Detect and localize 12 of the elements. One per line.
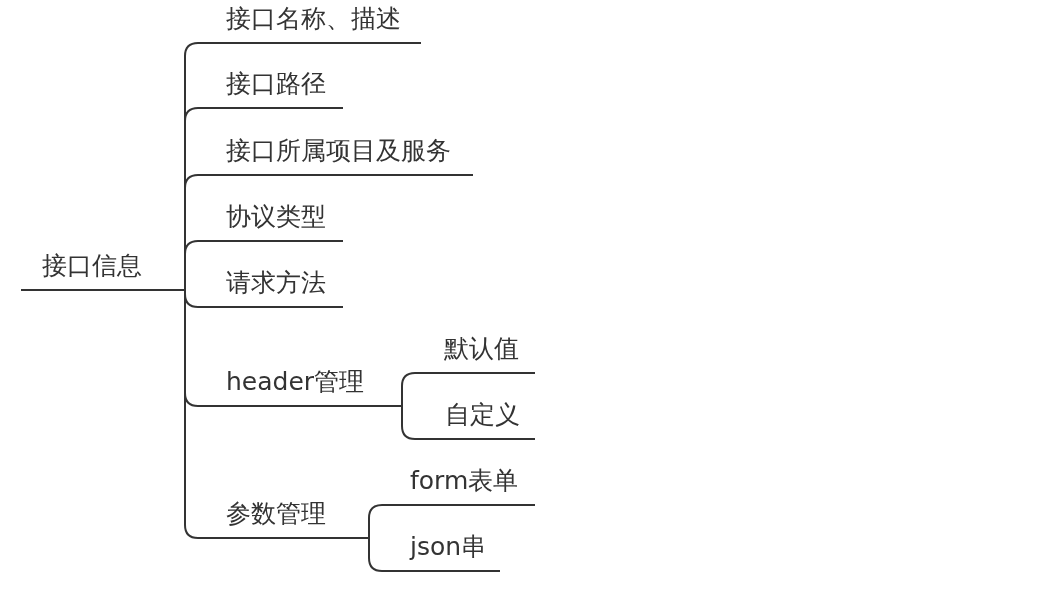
sub-topic: 默认值 <box>415 332 535 374</box>
branch-topic: 参数管理 <box>198 497 369 539</box>
branch-topic: 接口名称、描述 <box>198 2 421 44</box>
sub-topic: form表单 <box>382 464 535 506</box>
sub-topic: 自定义 <box>415 398 535 440</box>
branch-topic: 接口路径 <box>198 67 343 109</box>
root-topic: 接口信息 <box>21 249 158 291</box>
branch-topic: 请求方法 <box>198 266 343 308</box>
branch-topic: 协议类型 <box>198 200 343 242</box>
branch-topic: 接口所属项目及服务 <box>198 134 473 176</box>
branch-topic: header管理 <box>198 365 402 407</box>
sub-topic: json串 <box>382 530 500 572</box>
